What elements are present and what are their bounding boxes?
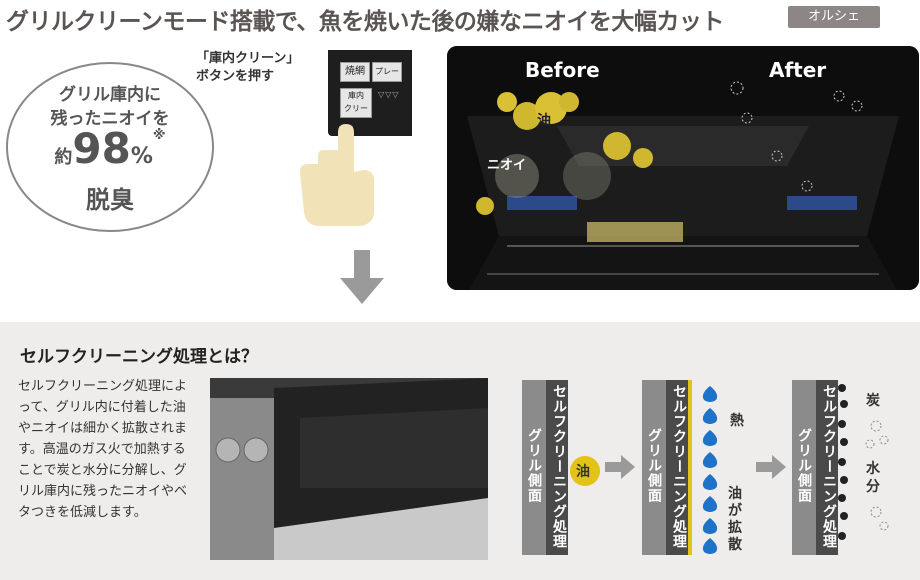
instruction-line2: ボタンを押す <box>196 69 275 84</box>
control-panel: 焼網 プレート 庫内 クリーン ▽▽▽ <box>328 50 412 136</box>
grill-side-strip <box>642 380 666 555</box>
badge-line1: グリル庫内に <box>59 85 161 105</box>
grill-side-label: グリル側面 <box>526 428 542 503</box>
grill-side-strip <box>522 380 546 555</box>
interior-clean-button[interactable]: 庫内 クリーン <box>340 88 372 126</box>
badge-note-mark: ※ <box>152 128 166 143</box>
grill-photo <box>210 378 488 560</box>
self-clean-layer <box>666 380 688 555</box>
self-clean-label: セルフクリーニング処理 <box>551 384 567 549</box>
page-headline: グリルクリーンモード搭載で、魚を焼いた後の嫌なニオイを大幅カット <box>6 9 724 35</box>
self-clean-label: セルフクリーニング処理 <box>821 384 837 549</box>
diagram-decomposed: グリル側面 セルフクリーニング処理 炭 水分 <box>792 380 892 555</box>
plate-button[interactable]: プレート <box>372 62 402 94</box>
section-body: セルフクリーニング処理によって、グリル内に付着した油やニオイは細かく拡散されます… <box>18 379 188 520</box>
badge-line4: 脱臭 <box>86 186 134 214</box>
grill-side-label: グリル側面 <box>796 428 812 503</box>
heat-text: 熱 <box>730 413 744 429</box>
oil-spread-text: 油が拡散 <box>728 486 742 553</box>
diagram-oil-spread: グリル側面 セルフクリーニング処理 熱 油が拡散 <box>642 380 744 555</box>
badge-number: 98 <box>72 124 131 173</box>
pointing-hand-icon <box>300 124 374 226</box>
self-clean-layer <box>546 380 568 555</box>
badge-percentage: 約98%※ <box>8 128 212 170</box>
diagram-oil-attached: グリル側面 セルフクリーニング処理 油 <box>522 380 622 555</box>
right-arrow-icon <box>756 455 786 479</box>
charcoal-text: 炭 <box>866 393 880 409</box>
deodorize-badge: グリル庫内に 残ったニオイを 約98%※ 脱臭 <box>6 62 214 232</box>
before-label: Before <box>525 58 600 82</box>
oil-label: 油 <box>537 113 551 129</box>
badge-prefix: 約 <box>54 147 73 168</box>
oil-drop-icon <box>570 456 600 486</box>
interior-clean-label2: クリーン <box>344 104 368 126</box>
water-drops-icon <box>702 386 718 554</box>
smell-label: ニオイ <box>487 158 527 173</box>
oil-film <box>688 380 692 555</box>
grill-side-strip <box>792 380 816 555</box>
badge-percent-sign: % <box>130 144 153 169</box>
section-title: セルフクリーニング処理とは？ <box>20 347 258 367</box>
after-label: After <box>769 58 827 82</box>
self-clean-label: セルフクリーニング処理 <box>671 384 687 549</box>
panel-indicators: ▽▽▽ <box>378 90 400 99</box>
instruction-line1: 「庫内クリーン」 <box>196 51 300 66</box>
charcoal-water-icon <box>838 384 889 540</box>
model-tag: オルシェ <box>788 6 880 28</box>
down-arrow-icon <box>340 250 384 304</box>
grill-side-label: グリル側面 <box>646 428 662 503</box>
badge-line2: 残ったニオイを <box>50 109 170 129</box>
before-after-photo: Before After 油 ニオイ <box>447 46 919 290</box>
self-clean-layer <box>816 380 838 555</box>
oil-text: 油 <box>576 464 590 480</box>
grill-net-button[interactable]: 焼網 <box>340 62 370 82</box>
interior-clean-label1: 庫内 <box>348 91 364 100</box>
button-instruction: 「庫内クリーン」 ボタンを押す <box>196 50 326 86</box>
water-text: 水分 <box>866 461 880 495</box>
right-arrow-icon <box>605 455 635 479</box>
